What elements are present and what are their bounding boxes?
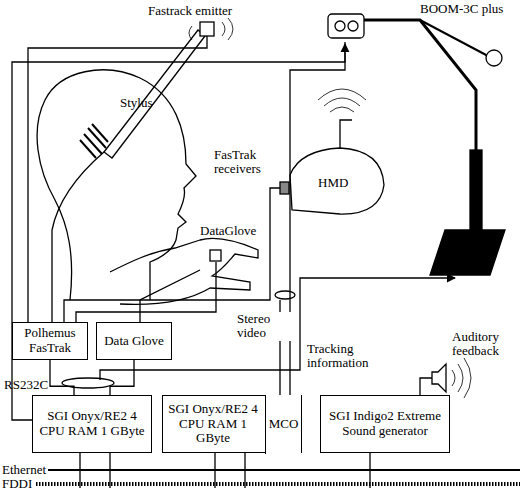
boom-counterweight	[486, 50, 502, 66]
boom-base	[430, 230, 505, 275]
boom-display	[328, 14, 364, 38]
part-label: Ethernet	[2, 463, 46, 477]
speaker	[432, 364, 446, 392]
cable-bundle	[275, 291, 295, 299]
box-text: SGI Onyx/RE2 4 CPU RAM 1 GByte	[37, 409, 147, 439]
part-label: HMD	[318, 176, 348, 190]
box-text: MCO	[269, 417, 299, 432]
part-label: Tracking information	[306, 342, 378, 371]
video-converter-box: MCO	[265, 395, 301, 454]
emitter-waves	[189, 18, 233, 40]
hmd-band	[340, 120, 352, 148]
part-label: BOOM-3C plus	[420, 2, 503, 16]
tracker-box: Polhemus FasTrak	[12, 322, 88, 360]
part-label: Stereo video	[236, 312, 298, 341]
emitter-wire	[28, 36, 207, 322]
hmd-receiver-wire	[64, 188, 283, 322]
box-text: SGI Indigo2 Extreme Sound generator	[325, 409, 445, 439]
emitter-box	[200, 22, 214, 36]
part-label: DataGlove	[200, 224, 256, 238]
box-text: Polhemus FasTrak	[17, 326, 83, 356]
stylus-wire	[52, 152, 104, 322]
device-box: Data Glove	[96, 322, 172, 360]
glove-receiver-wire	[76, 262, 216, 322]
part-label: FasTrak receivers	[214, 148, 284, 177]
boom-pole	[470, 150, 482, 230]
box-text: Data Glove	[104, 334, 164, 349]
part-label: RS232C	[4, 378, 48, 392]
boom-arm	[420, 20, 488, 56]
part-label: Auditory feedback	[452, 330, 514, 359]
glove-receiver	[210, 250, 221, 261]
stylus	[104, 30, 205, 158]
hmd-waves	[318, 89, 366, 112]
computer-box: SGI Onyx/RE2 4 CPU RAM 1 GByte	[32, 395, 152, 453]
bus-taps	[80, 453, 370, 488]
speaker-wire	[420, 378, 432, 395]
cable	[110, 360, 134, 395]
cable	[50, 360, 74, 395]
video-wire	[12, 42, 345, 420]
hmd-receiver	[280, 182, 289, 194]
head-profile	[37, 70, 196, 300]
computer-box: SGI Onyx/RE2 4 CPU RAM 1 GByte MCO	[162, 395, 302, 453]
ethernet-bus	[48, 469, 520, 471]
sound-box: SGI Indigo2 Extreme Sound generator	[320, 395, 450, 453]
box-text: SGI Onyx/RE2 4 CPU RAM 1 GByte	[167, 402, 259, 447]
sound-waves	[452, 358, 471, 398]
boom-arm	[364, 20, 476, 150]
hand	[110, 238, 258, 304]
part-label: FDDI	[2, 477, 32, 491]
fddi-bus	[36, 482, 520, 486]
hmd-outline	[290, 148, 384, 214]
part-label: Fastrack emitter	[148, 4, 232, 18]
part-label: Stylus	[120, 96, 153, 110]
